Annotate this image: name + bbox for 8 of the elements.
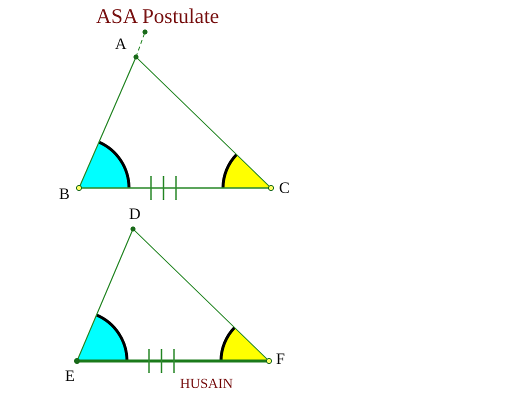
title: ASA Postulate <box>96 6 220 27</box>
vertex-label: A <box>115 37 127 53</box>
vertex-label: F <box>276 352 285 368</box>
vertex-label: E <box>65 369 75 385</box>
vertex-label: C <box>279 181 290 197</box>
author-name: HUSAIN <box>180 378 233 392</box>
vertex-label: B <box>59 187 70 203</box>
vertex-label: D <box>129 207 141 223</box>
